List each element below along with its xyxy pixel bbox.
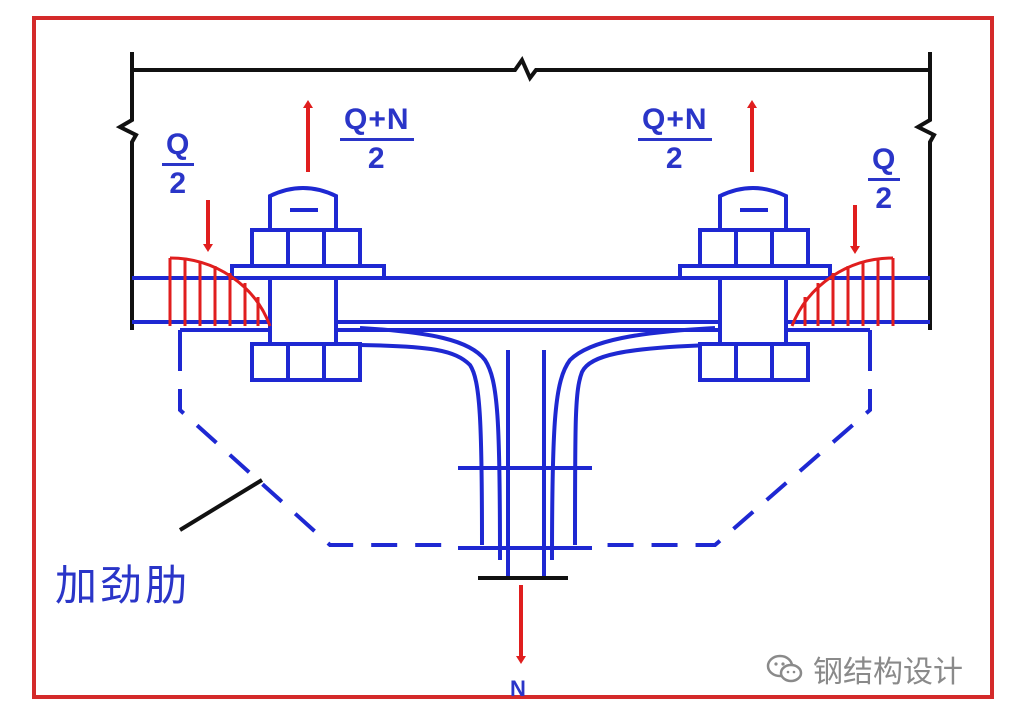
left-tension-label: Q+N 2 bbox=[340, 105, 414, 174]
right-tension-label: Q+N 2 bbox=[638, 105, 712, 174]
left-prying-distribution bbox=[168, 256, 272, 327]
t-stub-right-fillet bbox=[550, 326, 716, 561]
top-break-line bbox=[132, 55, 930, 82]
right-bolt bbox=[678, 186, 832, 382]
t-stub-left-fillet bbox=[359, 326, 502, 561]
right-nut-upper bbox=[698, 228, 810, 270]
right-column-edge bbox=[913, 52, 937, 330]
wechat-icon bbox=[766, 654, 803, 683]
watermark-text: 钢结构设计 bbox=[813, 656, 963, 689]
stiffener-outline bbox=[178, 345, 872, 547]
column-member bbox=[115, 52, 937, 330]
t-stub-left-fillet-inner bbox=[359, 343, 484, 546]
stiffener-label: 加劲肋 bbox=[55, 562, 191, 609]
left-prying-label: Q 2 bbox=[162, 130, 195, 199]
red-border-frame bbox=[32, 16, 994, 699]
column-flange bbox=[132, 276, 930, 324]
watermark: 钢结构设计 bbox=[765, 647, 963, 691]
stiffener-leader-line bbox=[178, 478, 264, 532]
left-nut-upper bbox=[250, 228, 362, 270]
right-nut-lower bbox=[698, 342, 810, 382]
left-bolt-shank bbox=[268, 276, 338, 346]
load-label: N bbox=[510, 676, 526, 701]
left-nut-lower bbox=[250, 342, 362, 382]
left-column-edge bbox=[115, 52, 139, 330]
right-prying-label: Q 2 bbox=[868, 145, 901, 214]
right-bolt-shank bbox=[718, 276, 788, 346]
right-prying-distribution bbox=[790, 256, 895, 327]
t-stub-right-fillet-inner bbox=[573, 343, 711, 546]
left-bolt bbox=[230, 186, 386, 382]
